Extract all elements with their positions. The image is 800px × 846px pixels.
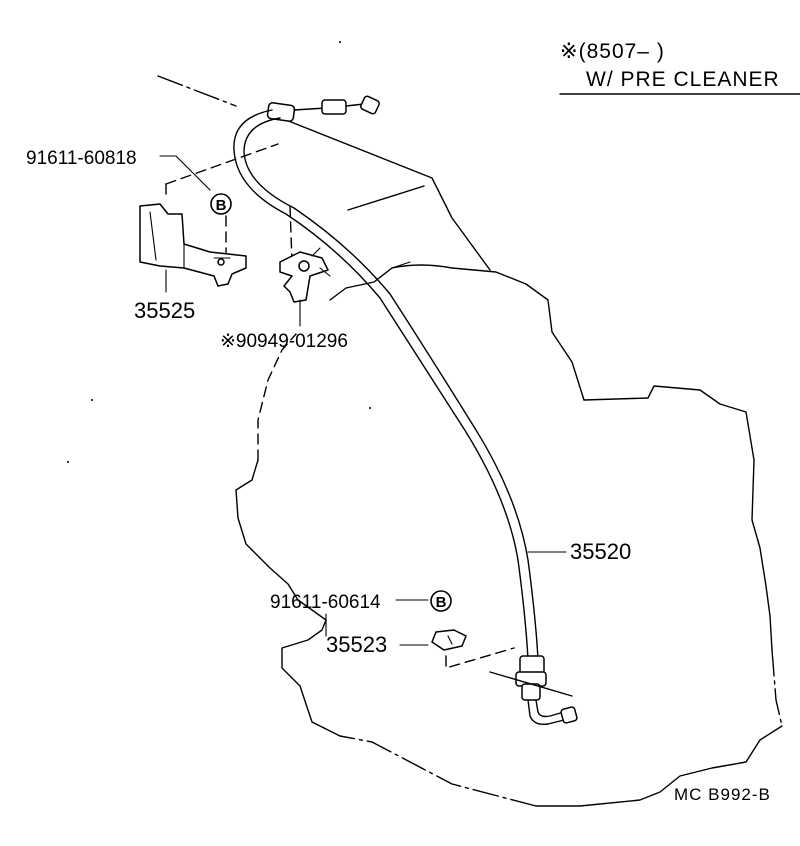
transmission-housing-outline — [157, 75, 783, 807]
mount-leader-lines — [165, 143, 573, 697]
bracket-35525 — [139, 203, 247, 287]
callout-35523: 35523 — [326, 632, 387, 657]
bolt-marker-bottom-label: B — [436, 594, 447, 611]
header-note: ※(8507– ) W/ PRE CLEANER — [559, 40, 800, 95]
bolt-marker-bottom: B — [430, 590, 452, 612]
clamp-90949-01296 — [279, 247, 331, 303]
plate-35523 — [431, 629, 467, 651]
figure-code: MC B992-B — [674, 785, 771, 804]
bolt-marker-top: B — [210, 193, 232, 215]
callout-leaders — [159, 155, 567, 646]
callout-91611-60818: 91611-60818 — [26, 148, 137, 169]
callout-91611-60614: 91611-60614 — [270, 592, 381, 613]
callout-90949-01296: ※90949-01296 — [220, 331, 348, 352]
scan-specks — [67, 41, 371, 463]
callout-35525: 35525 — [134, 298, 195, 323]
callout-35520: 35520 — [570, 539, 631, 564]
throttle-cable-35520 — [233, 95, 578, 726]
note-line-1: ※(8507– ) — [560, 40, 665, 63]
bolt-marker-top-label: B — [216, 197, 227, 214]
note-line-2: W/ PRE CLEANER — [586, 68, 780, 91]
